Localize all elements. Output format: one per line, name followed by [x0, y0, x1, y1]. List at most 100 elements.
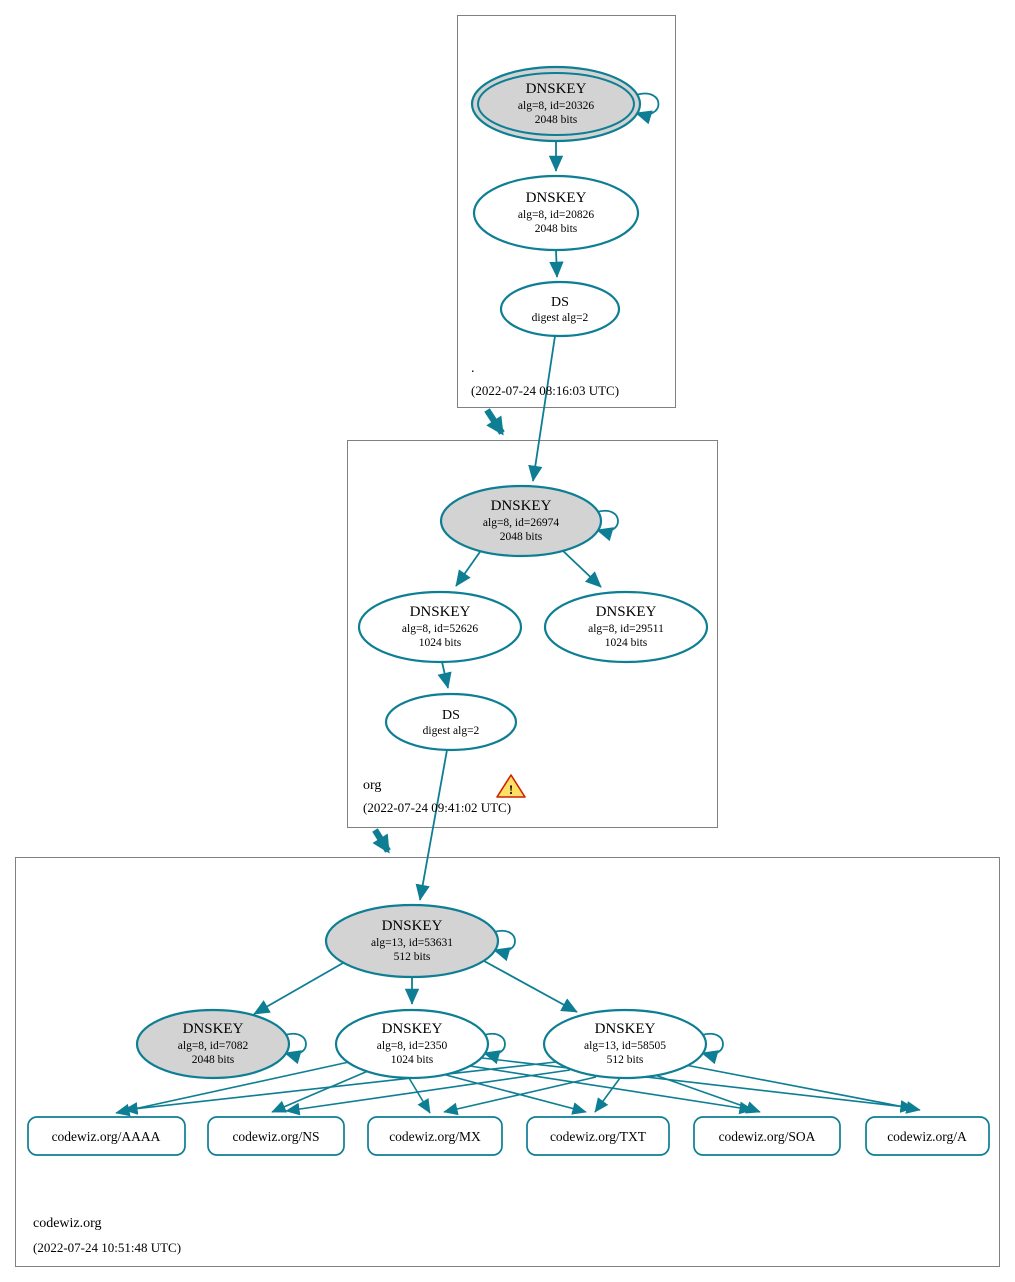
- edge-root-zsk-to-ds: [549, 249, 564, 278]
- node-bits: 1024 bits: [605, 637, 648, 649]
- warning-icon[interactable]: !: [496, 774, 526, 798]
- edge-key2-to-soa: [469, 1065, 754, 1115]
- node-detail: alg=13, id=53631: [371, 937, 453, 949]
- edge-key3-to-txt: [594, 1077, 621, 1113]
- dnskey-ellipse[interactable]: [324, 903, 500, 979]
- node-dnskey-org-zsk1[interactable]: DNSKEY alg=8, id=52626 1024 bits: [357, 590, 523, 664]
- zone-box-codewiz: [15, 857, 1000, 1267]
- node-title: DNSKEY: [526, 81, 587, 97]
- node-title: DS: [442, 708, 460, 723]
- node-detail: alg=13, id=58505: [584, 1040, 666, 1052]
- node-dnskey-root-ksk[interactable]: DNSKEY alg=8, id=20326 2048 bits: [470, 65, 642, 143]
- warning-mark: !: [509, 782, 513, 797]
- node-ds-root[interactable]: DS digest alg=2: [499, 280, 621, 338]
- edge-key3-to-a: [679, 1063, 921, 1114]
- ds-ellipse[interactable]: [384, 692, 518, 752]
- node-dnskey-root-zsk[interactable]: DNSKEY alg=8, id=20826 2048 bits: [472, 174, 640, 252]
- node-title: DNSKEY: [595, 1021, 656, 1037]
- edge-org-ksk-to-zsk1: [455, 548, 483, 587]
- edge-key3-to-aaaa: [123, 1061, 557, 1115]
- rrset-label: codewiz.org/SOA: [719, 1129, 816, 1144]
- dnskey-ellipse-inner-border: [477, 72, 635, 136]
- node-dnskey-org-ksk[interactable]: DNSKEY alg=8, id=26974 2048 bits: [439, 484, 603, 558]
- node-dnskey-codewiz-2350[interactable]: DNSKEY alg=8, id=2350 1024 bits: [334, 1008, 490, 1080]
- node-dnskey-org-zsk2[interactable]: DNSKEY alg=8, id=29511 1024 bits: [543, 590, 709, 664]
- dnskey-ellipse[interactable]: [542, 1008, 708, 1080]
- zone-timestamp-codewiz: (2022-07-24 10:51:48 UTC): [33, 1240, 181, 1255]
- dnskey-ellipse[interactable]: [470, 65, 642, 143]
- node-detail: digest alg=2: [532, 312, 589, 324]
- edge-delegation-root-to-org: [484, 408, 505, 436]
- node-bits: 2048 bits: [192, 1054, 235, 1066]
- node-dnskey-codewiz-7082[interactable]: DNSKEY alg=8, id=7082 2048 bits: [135, 1008, 291, 1080]
- node-rrset-aaaa[interactable]: codewiz.org/AAAA: [27, 1116, 186, 1156]
- rrset-label: codewiz.org/MX: [389, 1129, 481, 1144]
- dnskey-ellipse[interactable]: [472, 174, 640, 252]
- zone-box-org: [347, 440, 718, 828]
- rrset-box[interactable]: [693, 1116, 841, 1156]
- node-rrset-mx[interactable]: codewiz.org/MX: [367, 1116, 503, 1156]
- node-title: DNSKEY: [410, 604, 471, 620]
- edge-codewiz-key1-selfloop: [284, 1032, 307, 1065]
- zone-label-root: .: [471, 361, 475, 376]
- edge-root-ksk-selfloop: [635, 92, 660, 125]
- rrset-label: codewiz.org/A: [887, 1129, 967, 1144]
- edge-org-zsk1-to-ds: [437, 661, 452, 689]
- edge-org-ksk-to-zsk2: [560, 548, 602, 588]
- node-detail: alg=8, id=29511: [588, 623, 664, 635]
- rrset-label: codewiz.org/AAAA: [52, 1129, 161, 1144]
- dnskey-ellipse[interactable]: [439, 484, 603, 558]
- zone-timestamp-org: (2022-07-24 09:41:02 UTC): [363, 800, 511, 815]
- dnskey-ellipse[interactable]: [334, 1008, 490, 1080]
- node-detail: alg=8, id=20326: [518, 100, 594, 112]
- rrset-box[interactable]: [207, 1116, 345, 1156]
- node-bits: 2048 bits: [535, 114, 578, 126]
- rrset-box[interactable]: [367, 1116, 503, 1156]
- edge-key2-to-aaaa: [115, 1061, 350, 1117]
- node-rrset-soa[interactable]: codewiz.org/SOA: [693, 1116, 841, 1156]
- edge-key3-to-mx: [443, 1076, 597, 1116]
- node-dnskey-codewiz-ksk[interactable]: DNSKEY alg=13, id=53631 512 bits: [324, 903, 500, 979]
- dnskey-ellipse[interactable]: [135, 1008, 291, 1080]
- node-bits: 2048 bits: [535, 223, 578, 235]
- edge-key2-to-txt: [445, 1074, 587, 1115]
- edges: [115, 92, 921, 1117]
- zone-label-codewiz: codewiz.org: [33, 1216, 102, 1231]
- rrset-box[interactable]: [865, 1116, 990, 1156]
- edge-codewiz-ksk-to-key1: [253, 962, 344, 1015]
- node-detail: alg=8, id=26974: [483, 517, 559, 529]
- node-title: DNSKEY: [526, 190, 587, 206]
- node-detail: alg=8, id=20826: [518, 209, 594, 221]
- warning-triangle: [496, 774, 526, 798]
- node-detail: alg=8, id=52626: [402, 623, 478, 635]
- node-rrset-ns[interactable]: codewiz.org/NS: [207, 1116, 345, 1156]
- node-bits: 2048 bits: [500, 531, 543, 543]
- ds-ellipse[interactable]: [499, 280, 621, 338]
- node-title: DNSKEY: [183, 1021, 244, 1037]
- dnskey-ellipse[interactable]: [357, 590, 523, 664]
- edge-org-ksk-selfloop: [596, 509, 619, 542]
- node-ds-org[interactable]: DS digest alg=2: [384, 692, 518, 752]
- edge-codewiz-key2-selfloop: [483, 1032, 506, 1065]
- node-dnskey-codewiz-58505[interactable]: DNSKEY alg=13, id=58505 512 bits: [542, 1008, 708, 1080]
- node-title: DNSKEY: [491, 498, 552, 514]
- rrset-box[interactable]: [27, 1116, 186, 1156]
- node-detail: digest alg=2: [423, 725, 480, 737]
- rrset-box[interactable]: [526, 1116, 670, 1156]
- edge-root-ds-to-org-ksk: [528, 335, 556, 482]
- node-title: DNSKEY: [382, 1021, 443, 1037]
- node-bits: 1024 bits: [419, 637, 462, 649]
- node-bits: 1024 bits: [391, 1054, 434, 1066]
- node-bits: 512 bits: [607, 1054, 644, 1066]
- node-detail: alg=8, id=2350: [377, 1040, 448, 1052]
- edge-codewiz-ksk-to-key3: [483, 960, 578, 1013]
- node-title: DS: [551, 295, 569, 310]
- dnskey-ellipse[interactable]: [543, 590, 709, 664]
- edge-delegation-org-to-codewiz: [372, 828, 391, 854]
- node-rrset-a[interactable]: codewiz.org/A: [865, 1116, 990, 1156]
- rrset-label: codewiz.org/NS: [232, 1129, 319, 1144]
- edge-key2-to-mx: [408, 1077, 431, 1114]
- node-rrset-txt[interactable]: codewiz.org/TXT: [526, 1116, 670, 1156]
- edge-codewiz-key3-selfloop: [701, 1032, 724, 1065]
